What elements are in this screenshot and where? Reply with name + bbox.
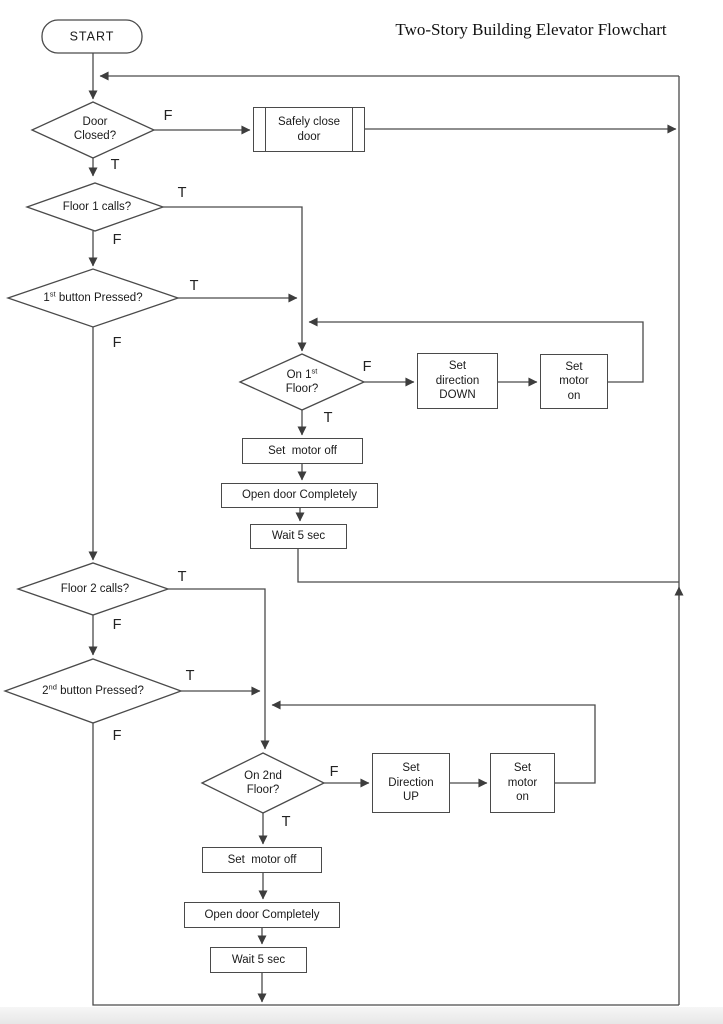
set-motor-on-1-line2: motor <box>559 375 589 388</box>
on-1st-line1: On 1st <box>286 366 319 383</box>
branch-floor1-f: F <box>112 232 122 248</box>
edge-floor1-t <box>163 206 307 352</box>
branch-door-closed-t: T <box>110 157 120 173</box>
btn1-sup: st <box>49 289 56 299</box>
start-label: START <box>69 29 115 44</box>
edge-loop1-feedback <box>308 317 644 383</box>
on-2nd-floor-label: On 2nd Floor? <box>244 770 282 798</box>
open-door-2-box: Open door Completely <box>184 902 340 928</box>
safely-close-line2: door <box>297 130 321 143</box>
btn1-pressed-label: 1st button Pressed? <box>43 289 143 306</box>
branch-on2nd-f: F <box>329 764 339 780</box>
set-direction-up-line3: UP <box>403 791 419 804</box>
set-motor-off-2-box: Set motor off <box>202 847 322 873</box>
set-motor-on-2-box: Set motor on <box>490 753 555 813</box>
on-1st-line2: Floor? <box>285 383 319 395</box>
set-direction-up-box: Set Direction UP <box>372 753 450 813</box>
btn2-pressed-label: 2nd button Pressed? <box>42 682 144 699</box>
set-direction-up-line2: Direction <box>388 776 434 789</box>
branch-on2nd-t: T <box>281 814 291 830</box>
on-1st-sup: st <box>311 366 318 376</box>
set-direction-up-line1: Set <box>402 762 420 775</box>
branch-btn2-f: F <box>112 728 122 744</box>
door-closed-line1: Door <box>82 116 108 129</box>
btn2-sup: nd <box>48 682 57 692</box>
edge-floor2-t <box>168 588 270 750</box>
branch-btn1-f: F <box>112 335 122 351</box>
edge-wait1-bus <box>297 549 679 583</box>
on-2nd-line2: Floor? <box>246 784 280 796</box>
branch-floor2-f: F <box>112 617 122 633</box>
wait-5-sec-2-box: Wait 5 sec <box>210 947 307 973</box>
on-1st-pre: On 1 <box>286 369 312 382</box>
set-direction-down-line3: DOWN <box>439 389 476 402</box>
branch-btn1-t: T <box>189 278 199 294</box>
on-1st-floor-label: On 1st Floor? <box>285 366 319 397</box>
start-terminator-shape <box>41 19 143 54</box>
floor2-calls-label: Floor 2 calls? <box>60 583 130 596</box>
floor2-calls-diamond <box>16 562 170 616</box>
safely-close-line1: Safely close <box>277 116 340 129</box>
set-motor-on-1-box: Set motor on <box>540 354 608 409</box>
branch-on1st-t: T <box>323 410 333 426</box>
set-motor-on-1-line1: Set <box>565 360 583 373</box>
set-motor-on-1-line3: on <box>567 389 581 402</box>
branch-floor1-t: T <box>177 185 187 201</box>
set-motor-on-2-line3: on <box>516 791 529 804</box>
on-1st-floor-diamond <box>238 353 366 411</box>
connectors <box>88 53 684 1006</box>
open-door-1-box: Open door Completely <box>221 483 378 508</box>
door-closed-diamond <box>30 101 156 159</box>
branch-floor2-t: T <box>177 569 187 585</box>
branch-door-closed-f: F <box>163 108 173 124</box>
set-direction-down-line1: Set <box>448 360 467 373</box>
set-motor-on-2-line1: Set <box>513 762 532 775</box>
btn2-pre: 2 <box>42 685 49 698</box>
set-motor-on-2-line2: motor <box>507 776 538 789</box>
branch-on1st-f: F <box>362 359 372 375</box>
btn2-pressed-diamond <box>3 658 183 724</box>
set-direction-down-line2: direction <box>435 374 480 387</box>
set-direction-down-box: Set direction DOWN <box>417 353 498 409</box>
safely-close-door-box: Safely close door <box>253 107 365 152</box>
edge-btn2-f-bottom <box>92 723 679 1006</box>
floor1-calls-label: Floor 1 calls? <box>62 201 132 214</box>
floor1-calls-diamond <box>25 182 165 232</box>
chart-title: Two-Story Building Elevator Flowchart <box>395 20 667 39</box>
on-2nd-line1: On 2nd <box>244 770 282 783</box>
btn1-pressed-diamond <box>5 268 181 328</box>
wait-5-sec-1-box: Wait 5 sec <box>250 524 347 549</box>
on-2nd-floor-diamond <box>200 752 326 814</box>
btn2-post: button Pressed? <box>56 685 144 698</box>
door-closed-line2: Closed? <box>73 130 117 142</box>
btn1-pre: 1 <box>43 292 50 305</box>
edge-loop2-feedback <box>271 700 596 784</box>
door-closed-label: Door Closed? <box>74 116 116 144</box>
branch-btn2-t: T <box>185 668 195 684</box>
set-motor-off-1-box: Set motor off <box>242 438 363 464</box>
btn1-post: button Pressed? <box>55 292 143 305</box>
page-bottom-edge <box>0 1007 723 1024</box>
